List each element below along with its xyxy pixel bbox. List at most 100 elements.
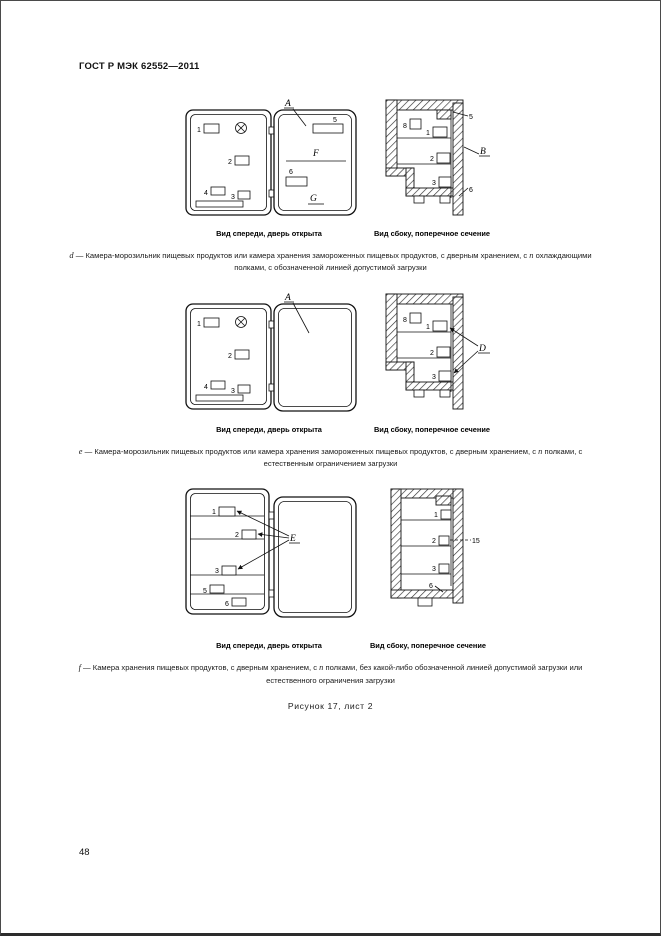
door-liner (277, 501, 352, 614)
callout-1: 1 (197, 127, 201, 134)
callout-1: 1 (197, 321, 201, 328)
shelf-bin (231, 597, 246, 607)
evaporator-bin (409, 118, 421, 130)
shelf-bin (436, 346, 450, 357)
shelf-bin (432, 320, 447, 331)
leader-line (458, 187, 468, 197)
hinge (268, 320, 274, 328)
view-caption-side: Вид сбоку, поперечное сечение (369, 641, 485, 650)
door-liner (277, 307, 352, 407)
door-shelf (312, 123, 343, 134)
callout-G: G (310, 194, 317, 204)
leader-line (452, 111, 468, 117)
callout-A: A (284, 99, 291, 109)
figure-d-description: d — Камера-морозильник пищевых продуктов… (69, 251, 592, 273)
page-content: 1 2 4 3 5 F 6 (1, 83, 660, 711)
bottom-tray (195, 394, 243, 401)
door-panel (272, 302, 357, 412)
figure-f-diagram: 1 2 3 5 6 E (184, 488, 486, 650)
door-section (452, 296, 463, 410)
dim-arrow (237, 539, 289, 570)
leader-line (292, 108, 306, 127)
door-bin (203, 123, 219, 134)
callout-D: D (478, 344, 486, 354)
figure-f-description: f — Камера хранения пищевых продуктов, с… (78, 663, 583, 685)
fan-icon (236, 317, 245, 326)
leader-line (434, 585, 443, 593)
hinge (268, 189, 274, 198)
front-view-open-door: 1 2 4 3 5 F 6 (184, 99, 357, 216)
callout-8: 8 (403, 123, 407, 130)
dim-arrow (236, 510, 289, 537)
front-view-open-door: 1 2 3 5 6 E (184, 488, 357, 618)
wall-top (385, 293, 463, 305)
foot (439, 389, 450, 397)
shelf-bin (438, 176, 451, 188)
view-caption-front: Вид спереди, дверь открыта (216, 425, 323, 434)
callout-5: 5 (203, 588, 207, 595)
callout-2: 2 (430, 156, 434, 163)
side-view-cross-section: 8 1 2 3 5 B 6 (385, 99, 490, 216)
callout-1: 1 (426, 130, 430, 137)
fan-icon (236, 123, 245, 133)
callout-3: 3 (432, 566, 436, 573)
callout-E: E (289, 534, 296, 544)
callout-F: F (312, 149, 319, 159)
side-view-cross-section: 1 2 15 3 6 (390, 488, 480, 607)
callout-4: 4 (204, 190, 208, 197)
shelf-bin (221, 565, 236, 576)
cabinet-liner (189, 307, 267, 405)
wall-bottom (405, 381, 454, 391)
callout-2: 2 (228, 159, 232, 166)
shelf-bin (440, 509, 451, 520)
callout-1: 1 (212, 509, 216, 516)
door-panel (272, 109, 357, 216)
callout-3: 3 (432, 180, 436, 187)
callout-6: 6 (225, 601, 229, 608)
shelf-bin (218, 506, 235, 517)
leader-line (463, 146, 479, 155)
callout-4: 4 (204, 384, 208, 391)
door-shelf (285, 176, 307, 187)
callout-15: 15 (472, 538, 480, 545)
cabinet-liner (189, 114, 267, 211)
cabinet-liner (189, 493, 265, 611)
figure-letter-e: e (78, 446, 83, 456)
shelf-bin (432, 126, 447, 138)
callout-6: 6 (289, 169, 293, 176)
shelf-bin (438, 370, 451, 381)
wall-top (385, 99, 463, 111)
door-panel (272, 496, 357, 618)
figure-e-diagram: 1 2 4 3 A (184, 293, 490, 434)
callout-6: 6 (469, 187, 473, 194)
door-bin (203, 317, 219, 327)
view-caption-side: Вид сбоку, поперечное сечение (373, 229, 489, 238)
hinge (268, 383, 274, 391)
door-bin (237, 384, 250, 393)
wall-left (385, 293, 397, 371)
view-caption-front: Вид спереди, дверь открыта (216, 641, 323, 650)
wall-left (385, 99, 397, 177)
callout-3: 3 (231, 388, 235, 395)
dim-arrow (453, 350, 478, 373)
side-view-cross-section: 8 1 2 3 D (385, 293, 490, 410)
foot (417, 597, 432, 607)
cabinet-body (184, 109, 272, 216)
door-liner (277, 114, 352, 211)
wall-bottom (390, 589, 457, 599)
callout-B: B (480, 147, 486, 157)
figure-number-caption: Рисунок 17, лист 2 (287, 700, 374, 711)
callout-A: A (284, 293, 291, 303)
shelf-bin (241, 529, 256, 540)
door-bin (210, 186, 225, 196)
foot (439, 195, 450, 204)
callout-3: 3 (215, 568, 219, 575)
bottom-tray (195, 200, 243, 208)
hinge (268, 589, 274, 598)
document-title: ГОСТ Р МЭК 62552—2011 (79, 61, 200, 72)
callout-5: 5 (469, 114, 473, 121)
callout-5: 5 (333, 117, 337, 124)
cabinet-body (184, 302, 272, 410)
door-section (452, 488, 463, 604)
